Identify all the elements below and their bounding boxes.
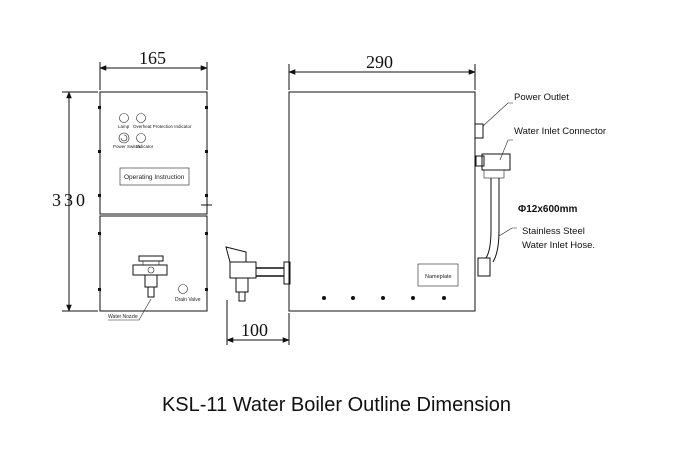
power-outlet-icon [474, 123, 484, 139]
water-inlet-connector-icon [475, 153, 511, 179]
tap-offset-dimension [226, 300, 290, 345]
front-bolts [98, 106, 208, 291]
height-dimension [62, 91, 98, 312]
side-view: Nameplate Power Outlet Water Inlet Co [225, 91, 606, 312]
side-body [288, 91, 476, 312]
side-rivets [322, 296, 446, 300]
water-nozzle-side-icon [225, 246, 291, 302]
nameplate-box [417, 263, 459, 287]
drain-valve-icon [178, 284, 188, 294]
tap-offset-value: 100 [241, 320, 268, 340]
water-nozzle-front-icon [132, 255, 168, 298]
side-width-value: 290 [366, 52, 393, 72]
inlet-hose [485, 178, 492, 259]
operating-instruction-label: Operating Instruction [124, 174, 185, 181]
caption: KSL-11 Water Boiler Outline Dimension [161, 394, 512, 416]
power-switch-icon [118, 132, 130, 144]
front-lower-panel [99, 215, 208, 312]
overheat-label: Overheat Protection Indicator [133, 124, 192, 129]
water-inlet-connector-label: Water Inlet Connector [514, 126, 606, 137]
hose-label-line2: Water Inlet Hose. [522, 240, 595, 251]
front-view: Lamp Overheat Protection Indicator Power… [98, 91, 212, 321]
front-width-dimension [99, 62, 208, 90]
side-width-dimension [288, 64, 476, 90]
front-upper-panel [99, 91, 208, 215]
lamp-icon [119, 113, 129, 123]
drain-valve-label: Drain Valve [175, 297, 201, 303]
indicator-icon [136, 133, 146, 143]
operating-instruction-box [119, 167, 190, 186]
lamp-label: Lamp [118, 124, 130, 129]
indicator-label: Indicator [136, 144, 154, 149]
water-nozzle-label: Water Nozzle [108, 314, 138, 320]
nameplate-label: Nameplate [425, 274, 452, 280]
power-outlet-label: Power Outlet [514, 92, 569, 103]
hose-label-line1: Stainless Steel [522, 226, 585, 237]
overheat-indicator-icon [136, 113, 146, 123]
power-switch-label: Power Switch [113, 144, 141, 149]
height-value: 330 [52, 190, 88, 210]
front-width-value: 165 [139, 48, 166, 68]
hose-size-label: Φ12x600mm [518, 204, 577, 215]
